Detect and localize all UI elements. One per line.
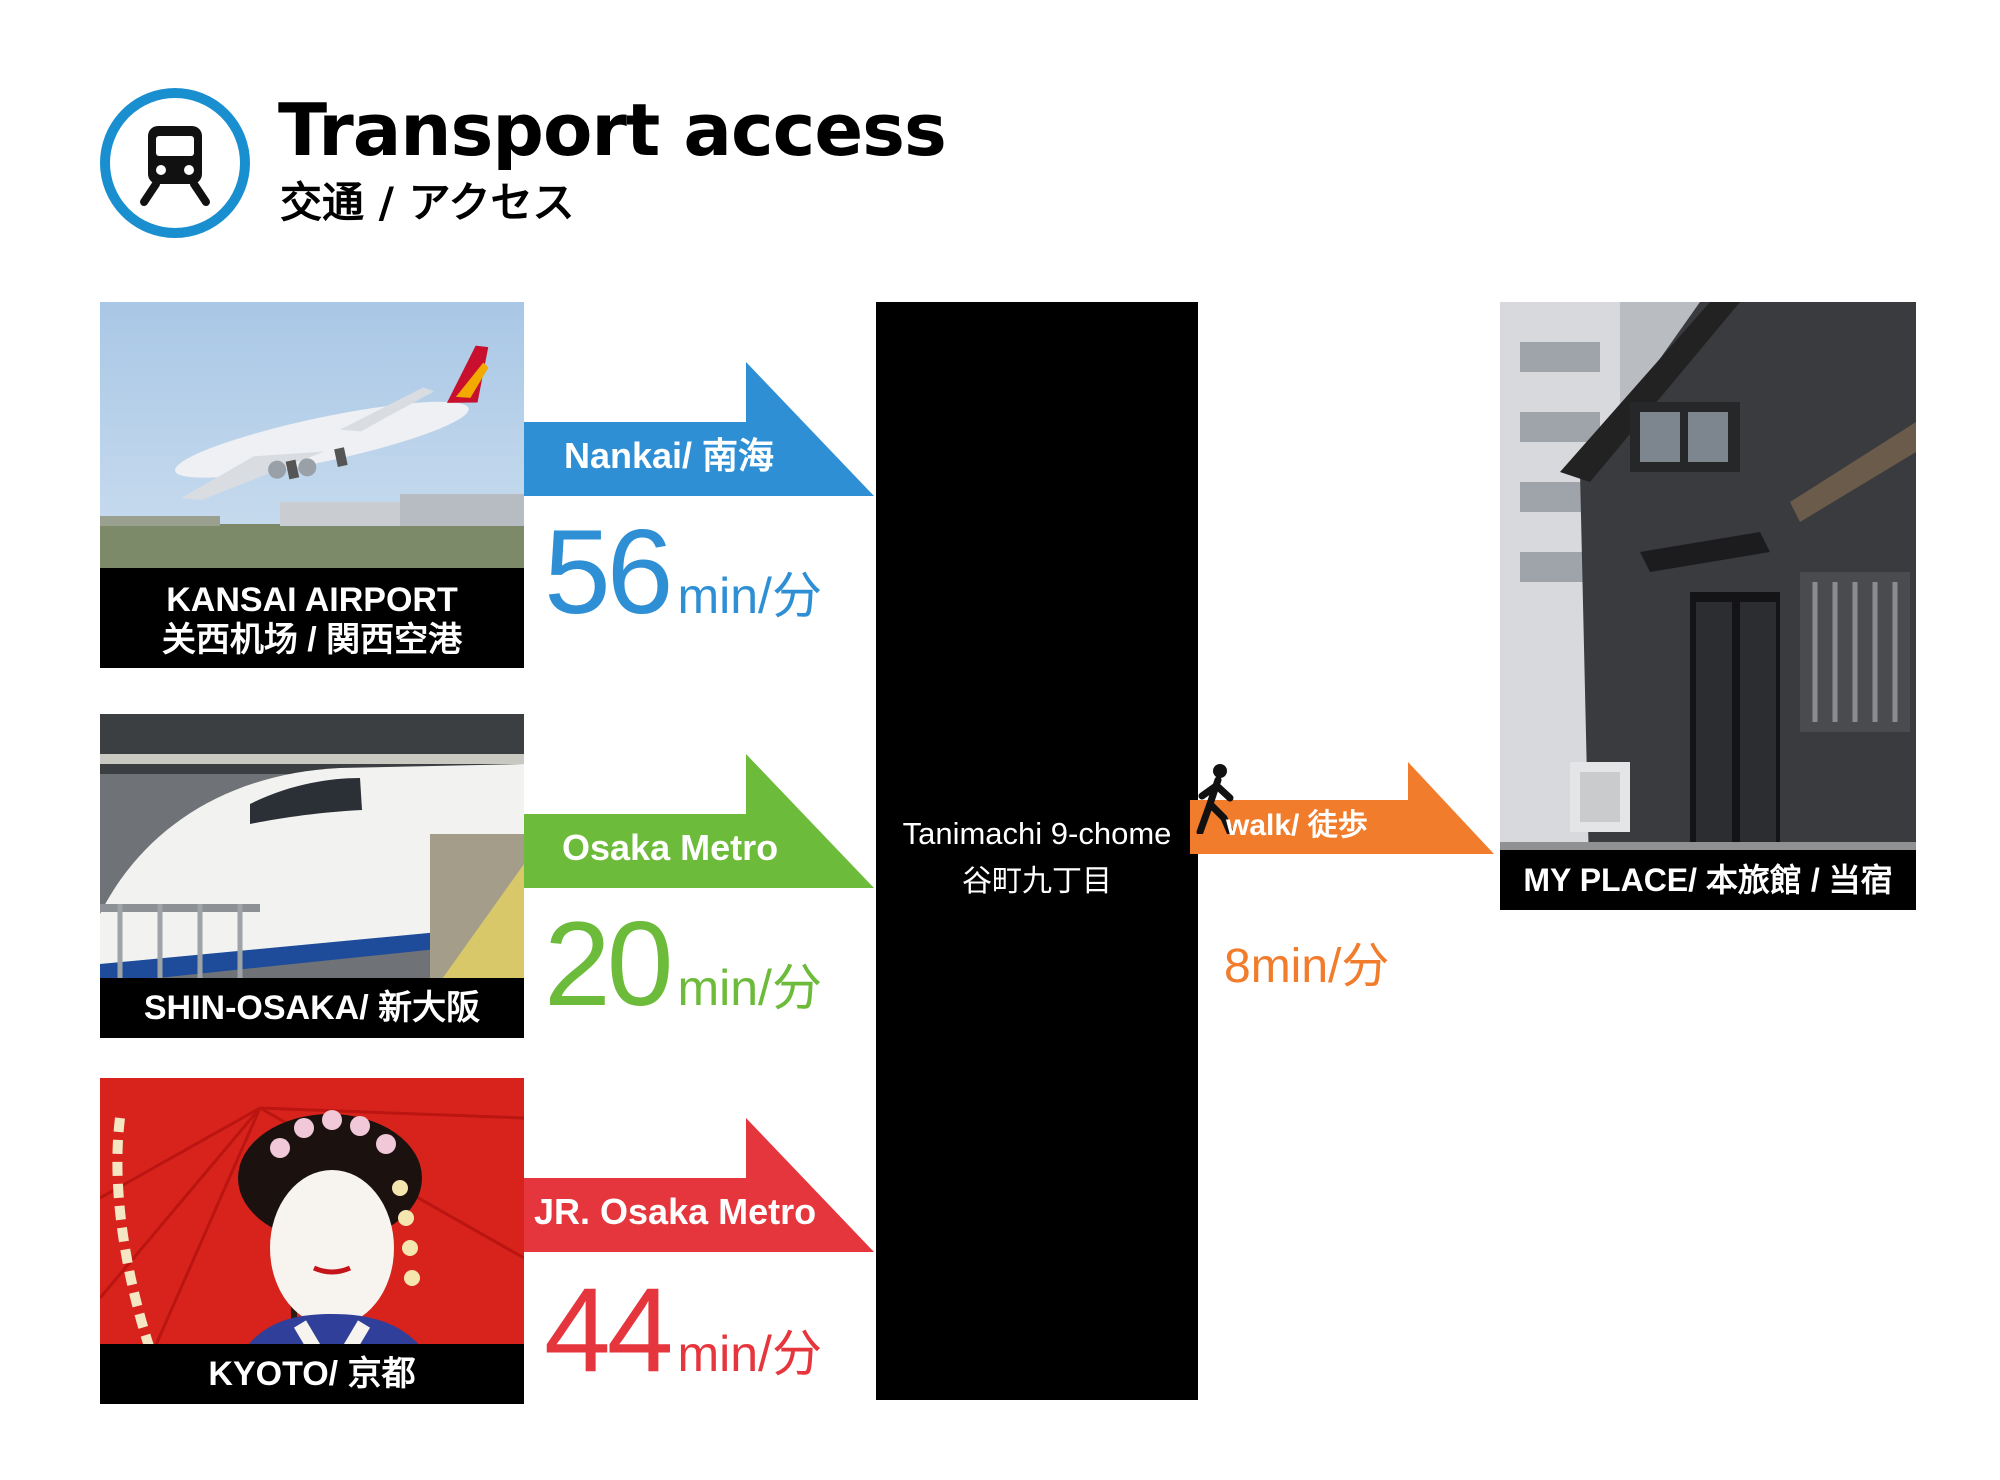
- walk-arrow: walk/ 徒歩: [1190, 762, 1494, 854]
- origin-caption: KANSAI AIRPORT 关西机场 / 関西空港: [100, 568, 524, 668]
- destination-caption: MY PLACE/ 本旅館 / 当宿: [1500, 850, 1916, 910]
- duration-unit: min/分: [677, 1326, 822, 1382]
- walk-duration: 8min/分: [1224, 940, 1390, 993]
- station-name-en: Tanimachi 9-chome: [902, 816, 1172, 851]
- guesthouse-photo: [1500, 302, 1916, 910]
- origin-caption: KYOTO/ 京都: [100, 1344, 524, 1404]
- duration-unit: min/分: [677, 960, 822, 1016]
- origin-name-local: 关西机场 / 関西空港: [161, 621, 463, 659]
- route-arrow-nankai: Nankai/ 南海: [524, 362, 874, 496]
- destination-my-place: MY PLACE/ 本旅館 / 当宿: [1500, 302, 1916, 910]
- station-block: Tanimachi 9-chome 谷町九丁目: [876, 302, 1198, 1400]
- origin-caption: SHIN-OSAKA/ 新大阪: [100, 978, 524, 1038]
- route-line-label: Osaka Metro: [562, 827, 779, 868]
- page-title: Transport access: [278, 88, 947, 172]
- duration-minutes: 20: [544, 897, 673, 1031]
- origin-shin-osaka: SHIN-OSAKA/ 新大阪: [100, 714, 524, 1038]
- train-logo: [100, 88, 250, 238]
- route-arrow-osaka-metro: Osaka Metro: [524, 754, 874, 888]
- route-line-label: JR. Osaka Metro: [534, 1191, 817, 1232]
- origin-name-en: KANSAI AIRPORT: [166, 581, 458, 619]
- walk-label: walk/ 徒歩: [1226, 809, 1368, 842]
- walking-person-icon: [1196, 764, 1234, 834]
- station-name-ja: 谷町九丁目: [962, 864, 1112, 899]
- origin-kyoto: KYOTO/ 京都: [100, 1078, 524, 1404]
- duration-minutes: 44: [544, 1263, 673, 1397]
- page-subtitle: 交通 / アクセス: [280, 178, 575, 227]
- duration-minutes: 56: [544, 505, 673, 639]
- train-icon: [140, 126, 210, 206]
- origin-kansai-airport: KANSAI AIRPORT 关西机场 / 関西空港: [100, 302, 524, 668]
- route-arrow-jr-osaka-metro: JR. Osaka Metro: [524, 1118, 874, 1252]
- route-line-label: Nankai/ 南海: [564, 435, 775, 476]
- duration-unit: min/分: [677, 568, 822, 624]
